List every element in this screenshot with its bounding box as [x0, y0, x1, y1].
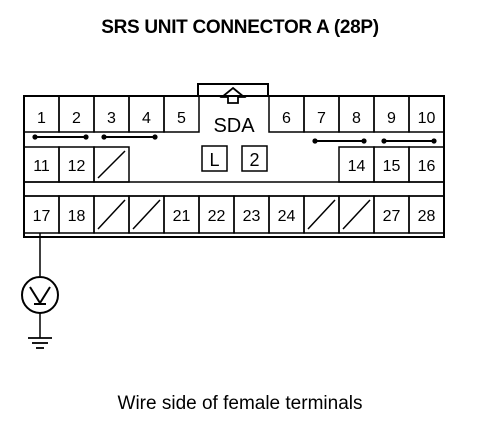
terminal-number: 18 [68, 208, 86, 225]
terminal-10: 10 [408, 95, 445, 133]
lock-mark-text: L [209, 150, 219, 170]
terminal-21: 21 [163, 195, 200, 234]
terminal-number: 10 [418, 110, 436, 127]
terminal-24: 24 [268, 195, 305, 234]
terminal-14: 14 [338, 146, 375, 183]
shorting-bar-1-2 [32, 134, 89, 140]
lock-mark-l: L [201, 145, 228, 172]
unused-cavity [338, 195, 375, 234]
terminal-16: 16 [408, 146, 445, 183]
terminal-11: 11 [23, 146, 60, 183]
terminal-2: 2 [58, 95, 95, 133]
terminal-number: 5 [177, 110, 186, 127]
terminal-number: 3 [107, 110, 116, 127]
ground-icon [28, 337, 52, 349]
terminal-number: 21 [173, 208, 191, 225]
terminal-17: 17 [23, 195, 60, 234]
terminal-5: 5 [163, 95, 200, 133]
terminal-18: 18 [58, 195, 95, 234]
terminal-number: 22 [208, 208, 226, 225]
terminal-28: 28 [408, 195, 445, 234]
terminal-number: 16 [418, 158, 436, 175]
lock-mark-text: 2 [249, 150, 259, 170]
page-title: SRS UNIT CONNECTOR A (28P) [101, 17, 379, 38]
terminal-number: 14 [348, 158, 366, 175]
terminal-number: 17 [33, 208, 51, 225]
terminal-number: 28 [418, 208, 436, 225]
caption: Wire side of female terminals [117, 393, 363, 414]
unused-cavity [93, 146, 130, 183]
terminal-number: 1 [37, 110, 46, 127]
terminal-number: 4 [142, 110, 151, 127]
housing-label: SDA [213, 115, 255, 137]
terminal-9: 9 [373, 95, 410, 133]
unused-cavity [128, 195, 165, 234]
terminal-number: 23 [243, 208, 261, 225]
terminal-number: 9 [387, 110, 396, 127]
terminal-27: 27 [373, 195, 410, 234]
unused-cavity [93, 195, 130, 234]
terminal-number: 27 [383, 208, 401, 225]
terminal-number: 6 [282, 110, 291, 127]
shorting-bar-3-4 [101, 134, 158, 140]
connector-lock-tab [197, 83, 269, 97]
terminal-23: 23 [233, 195, 270, 234]
terminal-number: 7 [317, 110, 326, 127]
terminal-12: 12 [58, 146, 95, 183]
shorting-bar-7-8 [312, 138, 367, 144]
terminal-number: 8 [352, 110, 361, 127]
terminal-15: 15 [373, 146, 410, 183]
terminal-8: 8 [338, 95, 375, 133]
terminal-4: 4 [128, 95, 165, 133]
terminal-number: 15 [383, 158, 401, 175]
up-arrow-icon [219, 86, 247, 104]
terminal-number: 11 [33, 158, 50, 175]
terminal-number: 24 [278, 208, 296, 225]
terminal-number: 2 [72, 110, 81, 127]
terminal-3: 3 [93, 95, 130, 133]
shorting-bar-9-10 [381, 138, 437, 144]
lock-mark-2: 2 [241, 145, 268, 172]
terminal-number: 12 [68, 158, 86, 175]
terminal-22: 22 [198, 195, 235, 234]
unused-cavity [303, 195, 340, 234]
terminal-7: 7 [303, 95, 340, 133]
terminal-6: 6 [268, 95, 305, 133]
voltmeter-icon [21, 276, 59, 314]
terminal-1: 1 [23, 95, 60, 133]
